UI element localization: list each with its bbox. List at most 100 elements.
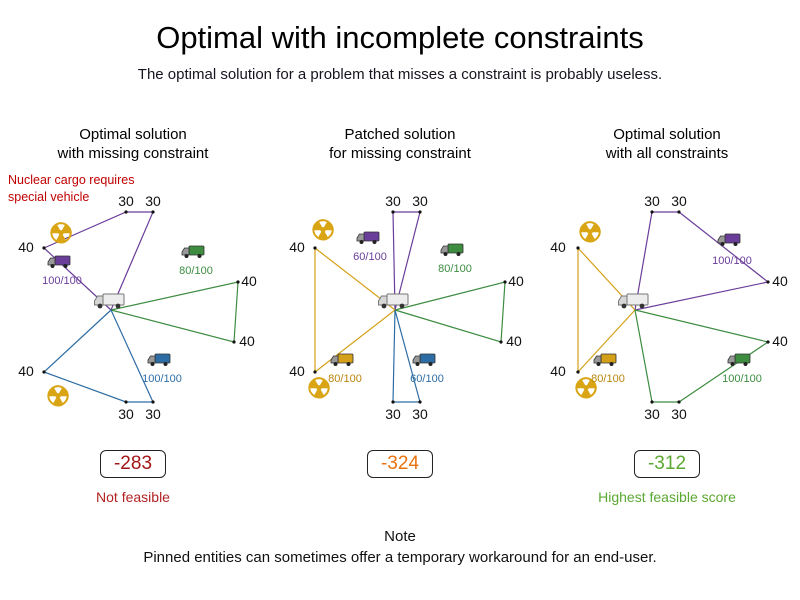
demand-label: 30 xyxy=(118,406,134,422)
demand-label: 30 xyxy=(385,193,401,209)
customer-node xyxy=(42,370,46,374)
warning-text-line1: Nuclear cargo requires xyxy=(8,173,134,187)
note-text: Pinned entities can sometimes offer a te… xyxy=(143,549,657,566)
customer-node xyxy=(766,340,770,344)
truck-icon-purple xyxy=(356,231,380,244)
capacity-label-green: 80/100 xyxy=(438,263,472,275)
demand-label: 30 xyxy=(644,406,660,422)
radiation-icon: ☢ xyxy=(573,373,598,404)
page-subtitle: The optimal solution for a problem that … xyxy=(137,66,663,83)
capacity-label-blue: 60/100 xyxy=(410,373,444,385)
score-badge: -312 xyxy=(633,450,701,478)
capacity-label-purple: 100/100 xyxy=(42,275,82,287)
depot-icon xyxy=(378,293,409,309)
verdict-label: Not feasible xyxy=(96,489,170,505)
truck-icon-green xyxy=(727,353,751,366)
note-heading: Note xyxy=(384,528,416,545)
capacity-label-yellow: 80/100 xyxy=(328,373,362,385)
verdict-label: Highest feasible score xyxy=(598,489,736,505)
panel-patched-solution: Patched solution for missing constraint … xyxy=(267,125,533,545)
capacity-label-blue: 100/100 xyxy=(142,373,182,385)
route-green-vehicle xyxy=(394,281,506,343)
panel-heading-line2: for missing constraint xyxy=(329,145,471,162)
truck-icon-blue xyxy=(147,353,171,366)
demand-label: 40 xyxy=(18,239,34,255)
customer-node xyxy=(503,280,507,284)
depot-icon xyxy=(618,293,649,309)
customer-node xyxy=(391,210,395,214)
demand-label: 40 xyxy=(241,273,257,289)
demand-label: 30 xyxy=(412,406,428,422)
demand-label: 30 xyxy=(145,193,161,209)
route-blue-vehicle xyxy=(392,309,421,403)
customer-node xyxy=(236,280,240,284)
route-yellow-vehicle xyxy=(314,246,396,374)
customer-node xyxy=(124,400,128,404)
demand-label: 40 xyxy=(772,333,788,349)
radiation-icon: ☢ xyxy=(45,381,70,412)
demand-label: 30 xyxy=(671,406,687,422)
customer-node xyxy=(151,210,155,214)
demand-label: 40 xyxy=(508,273,524,289)
truck-icon-green xyxy=(440,243,464,256)
panel-heading: Optimal solution with missing constraint xyxy=(0,125,266,163)
customer-node xyxy=(42,246,46,250)
demand-label: 40 xyxy=(506,333,522,349)
panel-heading-line2: with all constraints xyxy=(605,145,729,162)
truck-icon-yellow xyxy=(330,353,354,366)
demand-label: 40 xyxy=(289,239,305,255)
demand-label: 40 xyxy=(772,273,788,289)
panel-heading: Optimal solution with all constraints xyxy=(534,125,800,163)
customer-node xyxy=(418,210,422,214)
demand-label: 30 xyxy=(671,193,687,209)
demand-label: 30 xyxy=(118,193,134,209)
truck-icon-blue xyxy=(412,353,436,366)
route-diagram: 30 30 40 40 40 40 30 30 ☢ ☢ 100/100 100/… xyxy=(550,193,788,422)
customer-node xyxy=(677,210,681,214)
customer-node xyxy=(576,246,580,250)
customer-node xyxy=(124,210,128,214)
demand-label: 30 xyxy=(385,406,401,422)
customer-node xyxy=(313,246,317,250)
customer-node xyxy=(313,370,317,374)
customer-node xyxy=(650,210,654,214)
demand-label: 40 xyxy=(239,333,255,349)
customer-node xyxy=(677,400,681,404)
customer-node xyxy=(499,340,503,344)
customer-node xyxy=(418,400,422,404)
panel-heading-line2: with missing constraint xyxy=(57,145,209,162)
route-diagram: Nuclear cargo requires special vehicle 3… xyxy=(8,173,257,422)
capacity-label-purple: 100/100 xyxy=(712,255,752,267)
panel-heading-line1: Optimal solution xyxy=(79,126,187,143)
depot-icon xyxy=(94,293,125,309)
radiation-icon: ☢ xyxy=(306,373,331,404)
customer-node xyxy=(766,280,770,284)
demand-label: 30 xyxy=(412,193,428,209)
panel-missing-constraint: Optimal solution with missing constraint… xyxy=(0,125,266,545)
route-green-vehicle xyxy=(110,281,239,343)
capacity-label-yellow: 80/100 xyxy=(591,373,625,385)
radiation-icon: ☢ xyxy=(577,217,602,248)
page-title: Optimal with incomplete constraints xyxy=(156,20,644,55)
demand-label: 40 xyxy=(18,363,34,379)
warning-text-line2: special vehicle xyxy=(8,190,89,204)
truck-icon-purple xyxy=(47,255,71,268)
score-badge: -324 xyxy=(366,450,434,478)
panel-all-constraints: Optimal solution with all constraints 30… xyxy=(534,125,800,545)
radiation-icon: ☢ xyxy=(310,215,335,246)
route-yellow-vehicle xyxy=(577,246,636,374)
score-badge: -283 xyxy=(99,450,167,478)
capacity-label-green: 100/100 xyxy=(722,373,762,385)
demand-label: 30 xyxy=(145,406,161,422)
customer-node xyxy=(650,400,654,404)
demand-label: 40 xyxy=(550,363,566,379)
panel-heading: Patched solution for missing constraint xyxy=(267,125,533,163)
route-diagram: 30 30 40 40 40 40 30 30 ☢ ☢ 60/100 80/10… xyxy=(289,193,524,422)
route-purple-vehicle xyxy=(392,211,421,311)
demand-label: 40 xyxy=(289,363,305,379)
demand-label: 30 xyxy=(644,193,660,209)
capacity-label-purple: 60/100 xyxy=(353,251,387,263)
customer-node xyxy=(232,340,236,344)
customer-node xyxy=(391,400,395,404)
